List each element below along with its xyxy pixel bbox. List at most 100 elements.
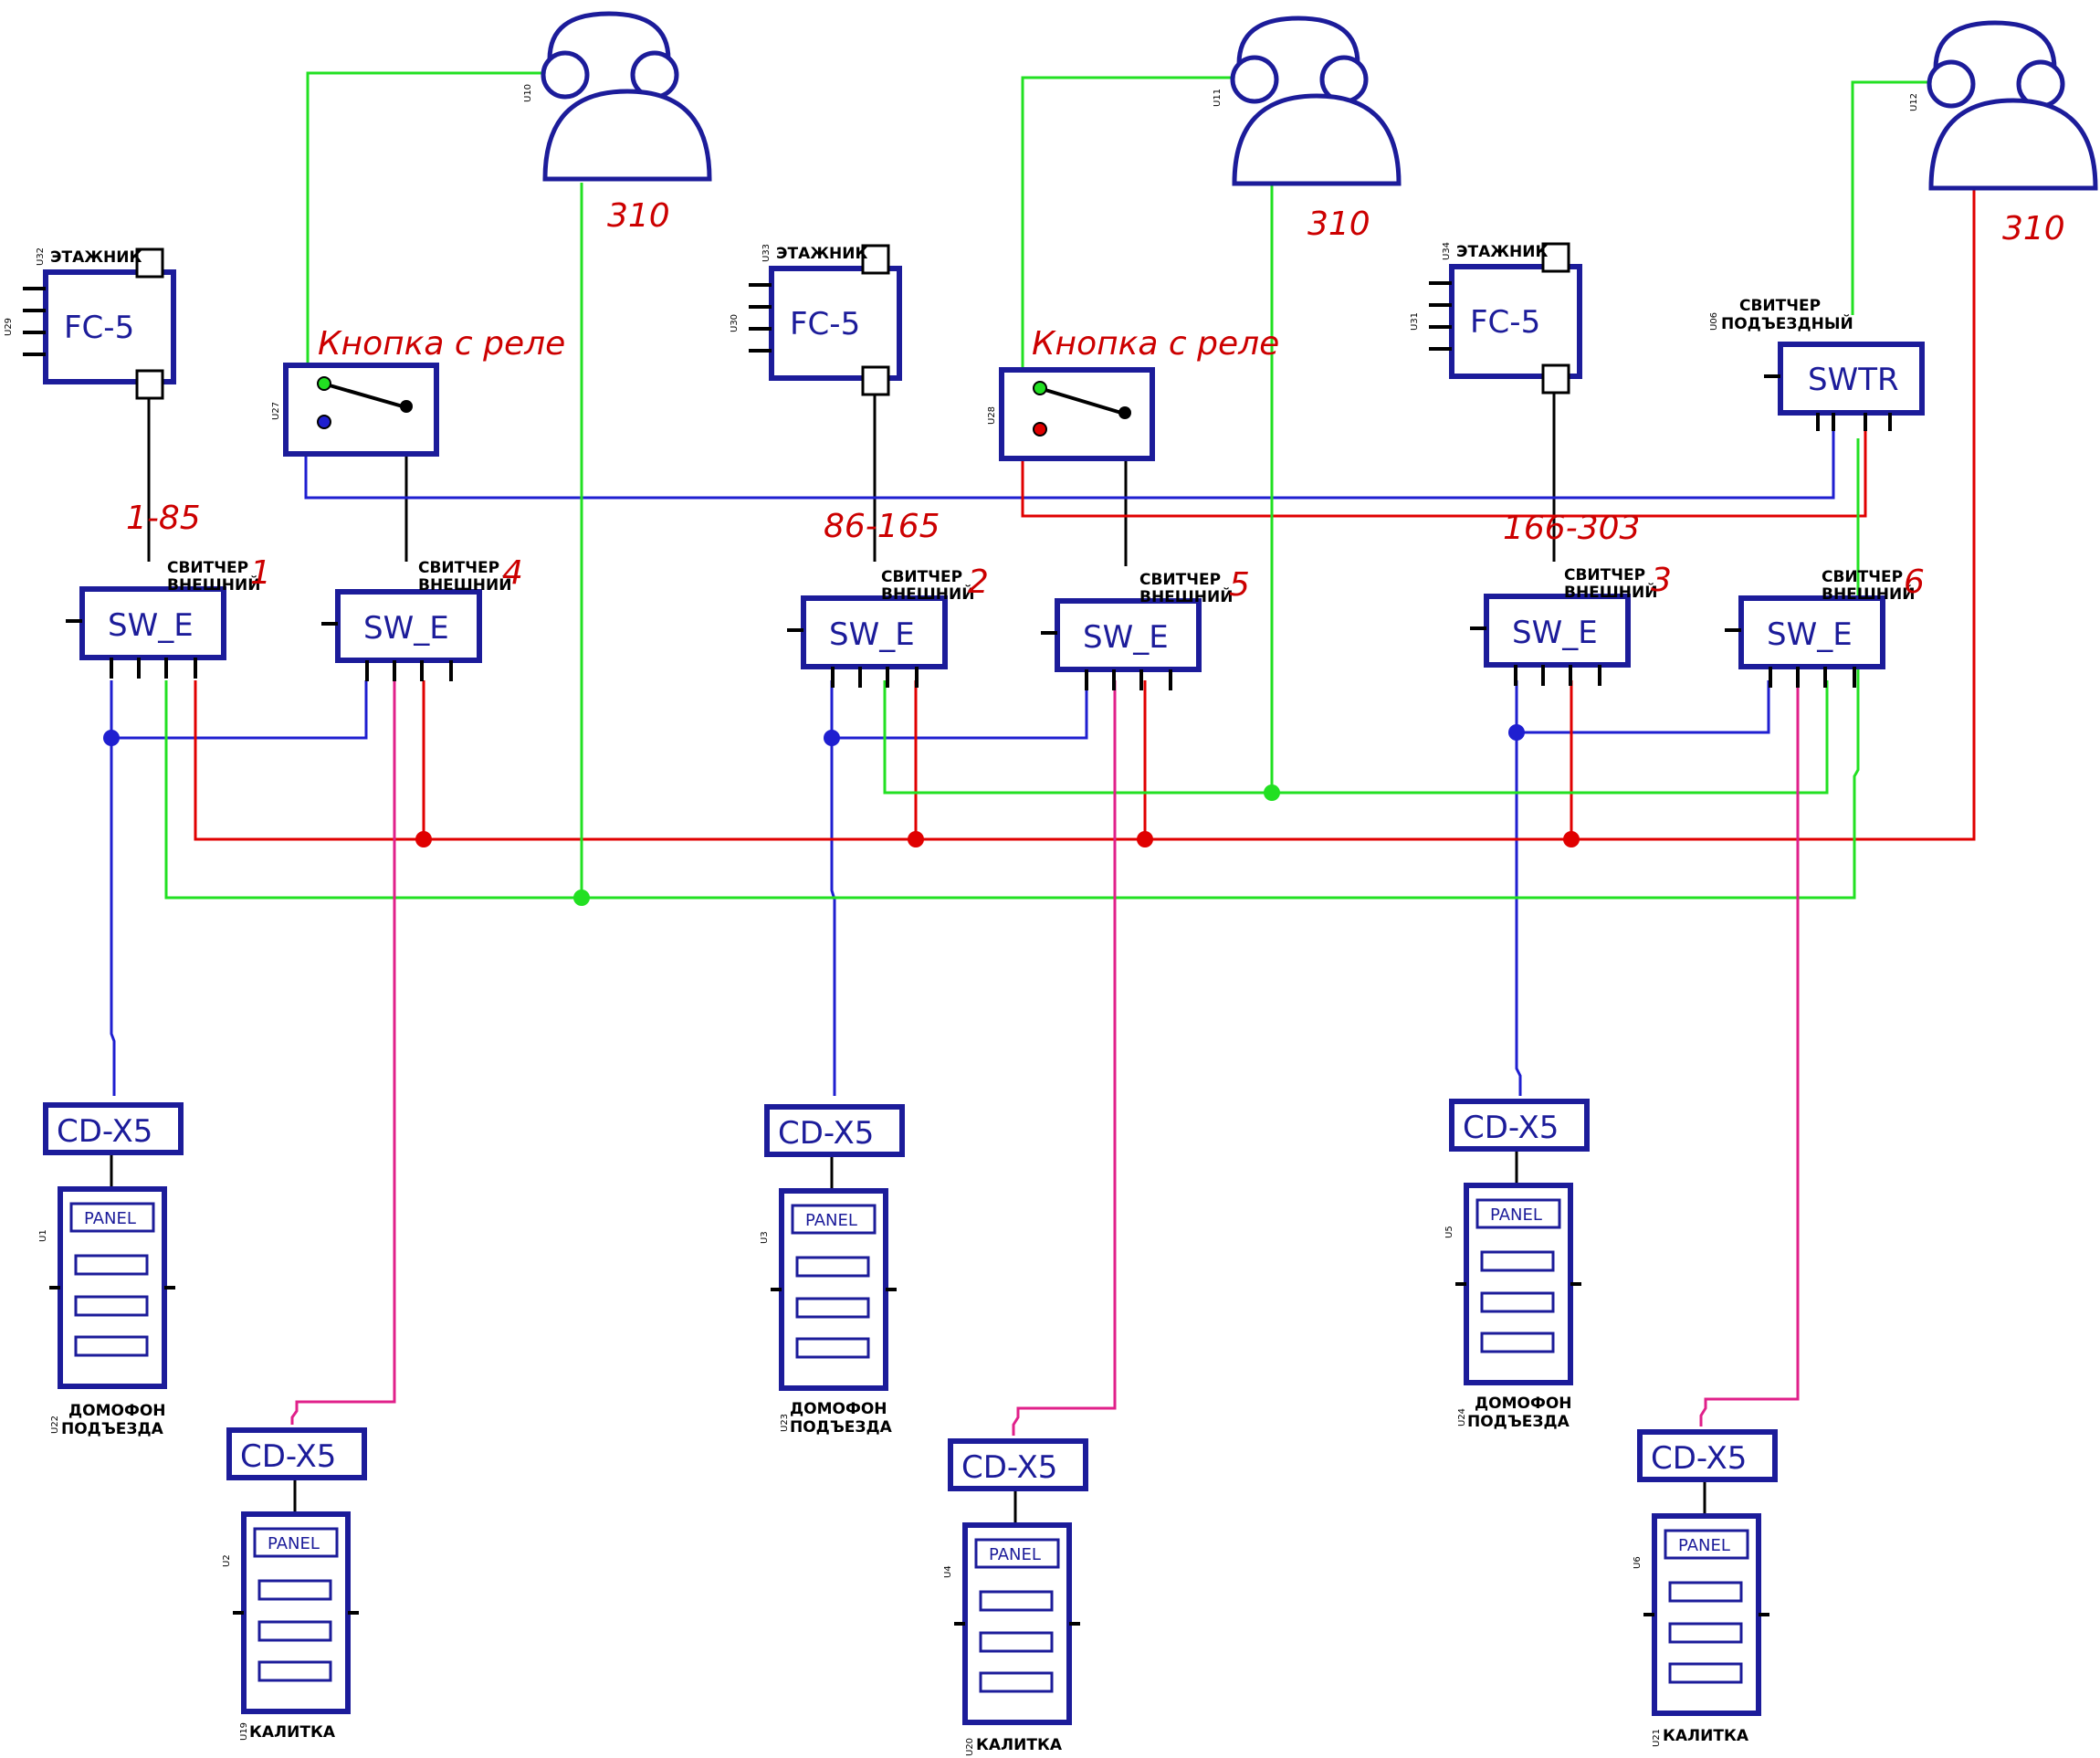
- handset-icon: [1236, 16, 1360, 65]
- wire-pink-sw6-gate3: [1699, 680, 1800, 1426]
- entrance-switcher: SWTR СВИТЧЕР ПОДЪЕЗДНЫЙ U06: [1709, 297, 1925, 431]
- adapter-name: CD-X5: [1651, 1440, 1747, 1477]
- junction-red-2: [908, 831, 924, 847]
- adapter-name: CD-X5: [778, 1115, 874, 1152]
- fc-caption: ЭТАЖНИК: [776, 245, 867, 263]
- junction-green-1: [1264, 784, 1280, 801]
- fc-ref: U33: [761, 244, 772, 262]
- sw-number: 4: [502, 554, 523, 592]
- fc-name: FC-5: [1470, 304, 1540, 341]
- wire-green-handset3-swtr: [1851, 80, 1936, 315]
- adapter-name: CD-X5: [1463, 1110, 1559, 1146]
- panel-keypad-row: [74, 1254, 149, 1276]
- sw-caption-1: СВИТЧЕР: [418, 559, 499, 577]
- fc-ref: U34: [1442, 242, 1452, 260]
- fc-name: FC-5: [64, 310, 134, 346]
- junction-red-1: [415, 831, 432, 847]
- fc-range: 86-165: [824, 508, 940, 545]
- wire-green-bus-lower: [164, 438, 1860, 900]
- door-station-2: CD-X5 PANEL U2 КАЛИТКА U19: [222, 1427, 367, 1742]
- sw-body: [801, 595, 948, 669]
- station-caption-ref: U20: [965, 1738, 975, 1756]
- panel-name: PANEL: [1678, 1536, 1730, 1555]
- handset-label: 310: [2002, 210, 2065, 247]
- handset-ref: U11: [1213, 89, 1223, 107]
- station-caption-ref: U24: [1457, 1408, 1467, 1426]
- sw-caption-2: ВНЕШНИЙ: [167, 574, 260, 595]
- panel-keypad-row: [1480, 1332, 1555, 1353]
- handset-ref: U10: [523, 84, 533, 102]
- relay-body: [283, 363, 439, 457]
- wire-blue-sw3-door5: [1515, 732, 1522, 1096]
- sw-number: 1: [250, 554, 271, 592]
- panel-ref: U6: [1633, 1556, 1643, 1569]
- panel-keypad-row: [1480, 1250, 1555, 1272]
- sw-name: SW_E: [1767, 616, 1853, 653]
- junction-red-4: [1563, 831, 1580, 847]
- sw-caption-1: СВИТЧЕР: [1139, 571, 1221, 589]
- sw-body: [335, 589, 482, 663]
- station-caption-2: ПОДЪЕЗДА: [61, 1420, 164, 1438]
- relay-contact-icon: [1033, 381, 1047, 395]
- fc-caption: ЭТАЖНИК: [1456, 243, 1548, 261]
- fc-range: 166-303: [1503, 510, 1640, 547]
- junctions: [103, 724, 1580, 906]
- swtr-caption-1: СВИТЧЕР: [1739, 297, 1821, 315]
- handset-2: U11 310: [1213, 16, 1402, 243]
- sw-body: [79, 586, 226, 660]
- station-caption-2: ПОДЪЕЗДА: [790, 1418, 893, 1437]
- door-station-4: CD-X5 PANEL U4 КАЛИТКА U20: [943, 1438, 1088, 1756]
- junction-blue-1: [103, 730, 120, 746]
- panel-keypad-row: [1480, 1291, 1555, 1313]
- junction-blue-2: [824, 730, 840, 746]
- sw-name: SW_E: [363, 610, 449, 647]
- relay-ref: U28: [987, 406, 997, 425]
- adapter-name: CD-X5: [57, 1113, 152, 1150]
- sw-caption-2: ВНЕШНИЙ: [881, 584, 974, 604]
- junction-green-2: [573, 890, 590, 906]
- switcher-4: SW_E СВИТЧЕР ВНЕШНИЙ 4: [321, 554, 523, 681]
- sw-caption-2: ВНЕШНИЙ: [1139, 586, 1233, 606]
- panel-name: PANEL: [989, 1545, 1041, 1564]
- panel-name: PANEL: [805, 1211, 857, 1230]
- sw-body: [1738, 595, 1885, 669]
- fc-caption: ЭТАЖНИК: [50, 248, 142, 267]
- sw-number: 6: [1904, 563, 1925, 601]
- panel-keypad-row: [74, 1295, 149, 1317]
- fc-body: [43, 269, 176, 384]
- relay-common-icon: [1118, 406, 1131, 419]
- wires: [110, 71, 1976, 1525]
- panel-keypad-row: [257, 1620, 332, 1642]
- adapter-name: CD-X5: [240, 1438, 336, 1475]
- panel-keypad-row: [1668, 1581, 1743, 1603]
- relay-label: Кнопка с реле: [1032, 325, 1279, 363]
- panel-ref: U1: [38, 1229, 48, 1242]
- wire-blue-sw1-sw4: [110, 680, 368, 740]
- wire-blue-sw2-sw5: [830, 680, 1088, 740]
- panel-keypad-row: [979, 1631, 1054, 1653]
- sw-caption-1: СВИТЧЕР: [881, 568, 962, 586]
- panel-name: PANEL: [84, 1209, 136, 1228]
- panel-ref: U2: [222, 1554, 232, 1567]
- station-caption-ref: U22: [50, 1416, 60, 1434]
- relay-contact-icon: [317, 415, 331, 429]
- panel-keypad-row: [795, 1297, 870, 1319]
- station-caption-1: ДОМОФОН: [790, 1400, 887, 1418]
- door-station-3: CD-X5 PANEL U3 ДОМОФОН ПОДЪЕЗДА U23: [760, 1104, 905, 1437]
- switcher-6: SW_E СВИТЧЕР ВНЕШНИЙ 6: [1725, 563, 1925, 688]
- wire-blue-sw2-door3: [830, 738, 836, 1096]
- switcher-2: SW_E СВИТЧЕР ВНЕШНИЙ 2: [787, 563, 989, 688]
- sw-number: 2: [968, 563, 989, 601]
- handset-label: 310: [607, 197, 670, 235]
- station-caption-1: КАЛИТКА: [976, 1736, 1063, 1754]
- switcher-3: SW_E СВИТЧЕР ВНЕШНИЙ 3: [1470, 562, 1672, 686]
- panel-keypad-row: [979, 1590, 1054, 1612]
- junction-blue-3: [1508, 724, 1525, 741]
- panel-name: PANEL: [1490, 1205, 1542, 1225]
- relay-contact-icon: [1033, 422, 1047, 437]
- panel-keypad-row: [979, 1671, 1054, 1693]
- junction-red-3: [1137, 831, 1153, 847]
- fc-body: [769, 266, 902, 381]
- station-caption-1: КАЛИТКА: [1663, 1727, 1749, 1745]
- swtr-body: [1778, 342, 1925, 416]
